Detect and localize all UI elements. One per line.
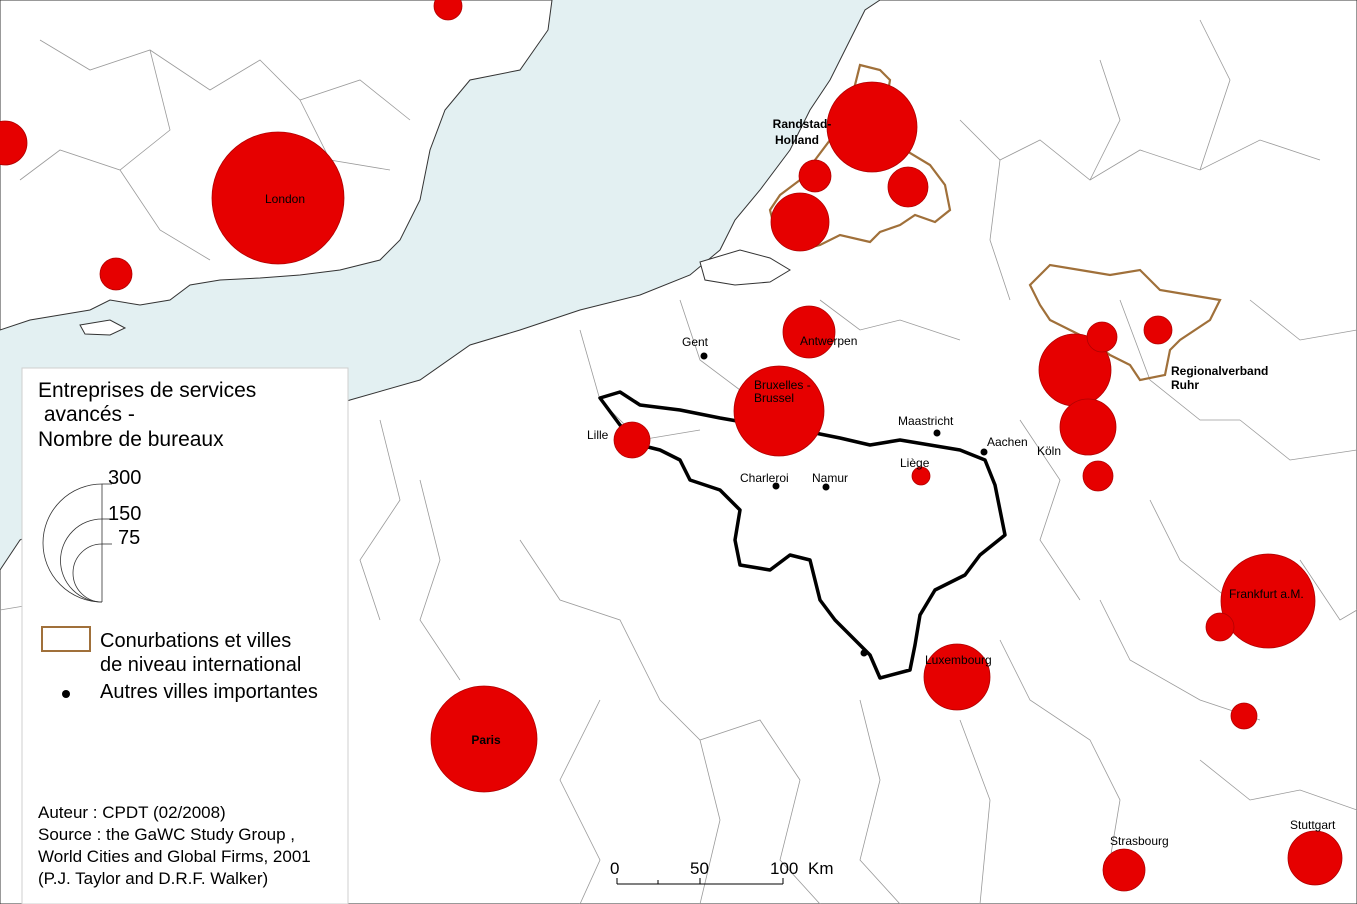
label-ruhr-1: Regionalverband bbox=[1171, 364, 1268, 378]
legend-title-1: Entreprises de services bbox=[38, 379, 256, 402]
aachen-dot[interactable] bbox=[980, 448, 988, 456]
randstad-circle[interactable] bbox=[826, 81, 918, 173]
antwerpen-circle[interactable] bbox=[782, 305, 836, 359]
legend-source-1: Source : the GaWC Study Group , bbox=[38, 825, 295, 844]
legend-author: Auteur : CPDT (02/2008) bbox=[38, 803, 226, 822]
label-randstad-2: Holland bbox=[775, 133, 819, 147]
scalebar: 0 50 100 Km bbox=[610, 859, 834, 885]
city-circles bbox=[0, 0, 1343, 892]
land-zeeland bbox=[699, 249, 791, 286]
land-isle-of-wight bbox=[79, 319, 127, 336]
label-ruhr-2: Ruhr bbox=[1171, 378, 1199, 392]
southampton-circle[interactable] bbox=[99, 257, 133, 291]
utrecht-circle[interactable] bbox=[887, 166, 929, 208]
label-london: London bbox=[265, 192, 305, 206]
black-dot-icon bbox=[62, 690, 70, 698]
top-city-circle[interactable] bbox=[433, 0, 463, 21]
legend-title-3: Nombre de bureaux bbox=[38, 428, 224, 451]
legend-size-150: 150 bbox=[108, 503, 141, 525]
label-namur: Namur bbox=[812, 471, 848, 485]
lille-circle[interactable] bbox=[613, 421, 651, 459]
legend: Entreprises de services avancés - Nombre… bbox=[21, 367, 349, 904]
maastricht-dot[interactable] bbox=[933, 429, 941, 437]
label-maastricht: Maastricht bbox=[898, 414, 954, 428]
label-charleroi: Charleroi bbox=[740, 471, 789, 485]
legend-source-2: World Cities and Global Firms, 2001 bbox=[38, 847, 311, 866]
rotterdam-circle[interactable] bbox=[770, 192, 830, 252]
stuttgart-circle[interactable] bbox=[1287, 830, 1343, 886]
paris-circle[interactable] bbox=[430, 685, 538, 793]
london-circle[interactable] bbox=[211, 131, 345, 265]
bonn-circle[interactable] bbox=[1082, 460, 1114, 492]
label-luxembourg: Luxembourg bbox=[925, 653, 992, 667]
label-aachen: Aachen bbox=[987, 435, 1028, 449]
label-bruxelles-2: Brussel bbox=[754, 391, 794, 405]
bruxelles-circle[interactable] bbox=[733, 365, 825, 457]
essen-circle[interactable] bbox=[1086, 321, 1118, 353]
label-gent: Gent bbox=[682, 335, 709, 349]
legend-size-75: 75 bbox=[118, 527, 140, 549]
scalebar-tick-100: 100 bbox=[770, 859, 798, 878]
label-stuttgart: Stuttgart bbox=[1290, 818, 1336, 832]
charleroi-dot[interactable] bbox=[772, 482, 780, 490]
legend-conurbation-1: Conurbations et villes bbox=[100, 630, 291, 652]
scalebar-unit: Km bbox=[808, 859, 834, 878]
gent-dot[interactable] bbox=[700, 352, 708, 360]
arlon-dot[interactable] bbox=[860, 649, 868, 657]
label-randstad-1: Randstad- bbox=[773, 117, 832, 131]
city-dots bbox=[700, 352, 988, 657]
label-bruxelles-1: Bruxelles - bbox=[754, 378, 811, 392]
den-haag-circle[interactable] bbox=[798, 159, 832, 193]
scalebar-tick-0: 0 bbox=[610, 859, 619, 878]
label-frankfurt: Frankfurt a.M. bbox=[1229, 587, 1304, 601]
label-antwerpen: Antwerpen bbox=[800, 334, 857, 348]
ruhr-outline bbox=[1028, 263, 1222, 382]
strasbourg-circle[interactable] bbox=[1102, 848, 1146, 892]
label-paris: Paris bbox=[471, 733, 501, 747]
west-edge-circle[interactable] bbox=[0, 120, 28, 166]
dortmund-circle[interactable] bbox=[1143, 315, 1173, 345]
frankfurt-circle[interactable] bbox=[1220, 553, 1316, 649]
mannheim-circle[interactable] bbox=[1230, 702, 1258, 730]
scalebar-tick-50: 50 bbox=[690, 859, 709, 878]
label-koln: Köln bbox=[1037, 444, 1061, 458]
legend-size-300: 300 bbox=[108, 467, 141, 489]
namur-dot[interactable] bbox=[822, 483, 830, 491]
luxembourg-circle[interactable] bbox=[923, 643, 991, 711]
label-lille: Lille bbox=[587, 428, 609, 442]
label-strasbourg: Strasbourg bbox=[1110, 834, 1169, 848]
nested-semicircles-icon bbox=[42, 483, 112, 603]
legend-other-cities: Autres villes importantes bbox=[100, 681, 318, 703]
legend-conurbation-2: de niveau international bbox=[100, 654, 301, 676]
koln-circle[interactable] bbox=[1059, 398, 1117, 456]
legend-source-3: (P.J. Taylor and D.R.F. Walker) bbox=[38, 869, 268, 888]
wiesbaden-circle[interactable] bbox=[1205, 612, 1235, 642]
outlined-rectangle-icon bbox=[41, 626, 91, 652]
legend-title-2: avancés - bbox=[38, 403, 135, 426]
label-liege: Liège bbox=[900, 456, 930, 470]
liege-circle[interactable] bbox=[911, 466, 931, 486]
